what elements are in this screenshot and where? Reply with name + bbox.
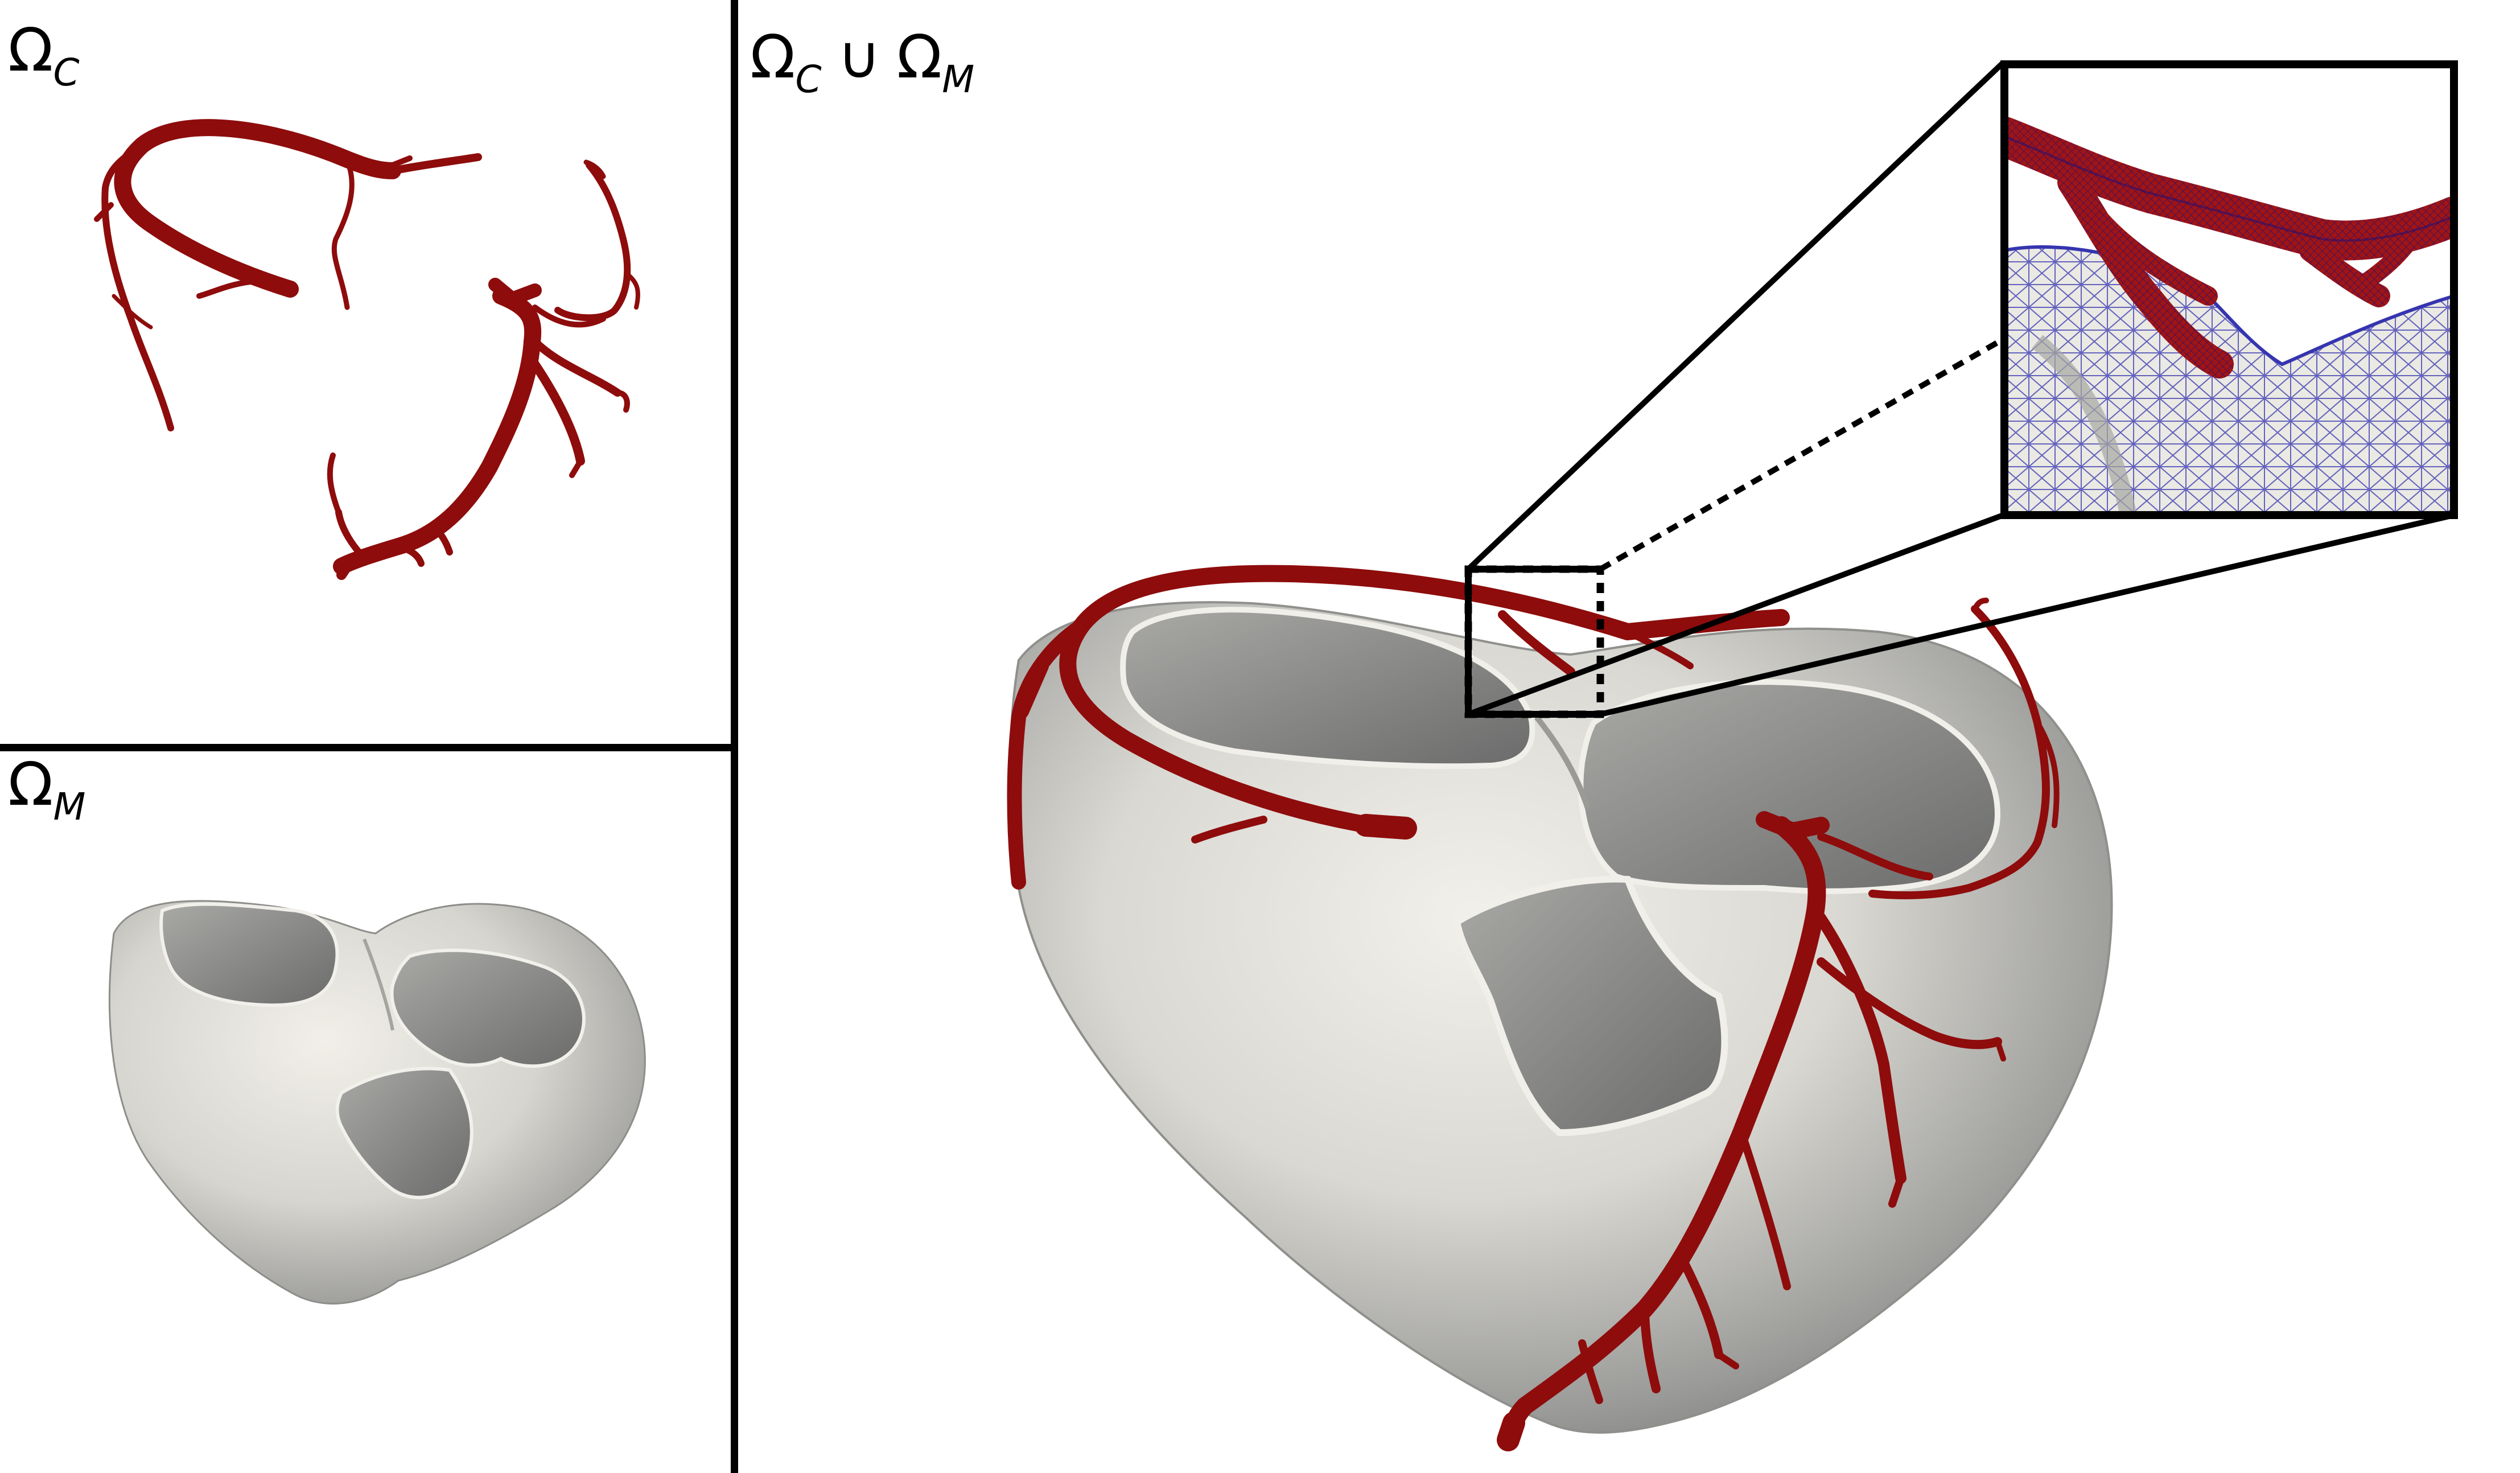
zoom-inset: [2000, 60, 2458, 519]
zoom-source-outline: [1465, 566, 1600, 718]
panel-label-combined: ΩC∪ΩM: [750, 27, 974, 98]
subscript-c: C: [795, 57, 822, 101]
panel-dividers: [0, 0, 738, 1473]
panel-label-myocardium: ΩM: [8, 755, 85, 826]
omega-symbol-a: Ω: [750, 22, 796, 92]
omega-symbol: Ω: [8, 750, 53, 819]
panel-label-coronary: ΩC: [8, 20, 80, 92]
omega-symbol: Ω: [8, 15, 53, 85]
coronary-tree-on-heart: [1007, 565, 2060, 1451]
subscript-c: C: [53, 51, 80, 94]
subscript-m: M: [942, 57, 975, 101]
heart-myocardium: [1009, 601, 2113, 1434]
omega-symbol-b: Ω: [896, 22, 942, 92]
subscript-m: M: [53, 785, 86, 829]
zoom-connector-lines: [1466, 60, 2455, 717]
myocardium-standalone: [109, 900, 646, 1305]
coronary-tree-standalone: [94, 119, 640, 580]
union-symbol: ∪: [837, 22, 881, 92]
